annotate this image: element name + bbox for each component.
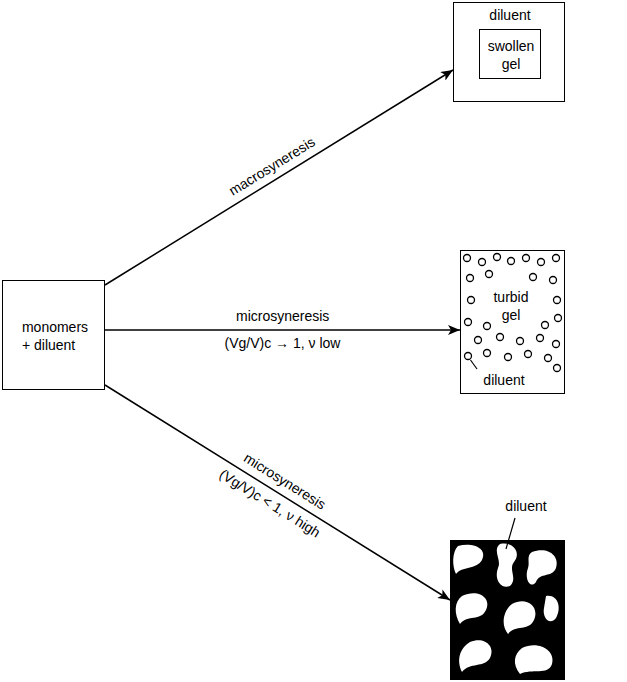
- droplet: [530, 274, 537, 281]
- phase-separated-gel: [450, 540, 565, 680]
- droplet: [484, 323, 491, 330]
- droplet: [505, 354, 512, 361]
- leader-line: [506, 518, 515, 549]
- diluent-domain: [453, 545, 483, 574]
- node-text: diluent: [489, 7, 530, 25]
- droplet: [497, 334, 504, 341]
- droplet: [484, 350, 491, 357]
- reaction-mixture-box: monomers + diluent: [2, 280, 105, 390]
- droplet: [475, 337, 482, 344]
- droplet: [542, 322, 549, 329]
- droplet: [553, 255, 560, 262]
- reaction-arrow: [105, 329, 460, 331]
- droplet: [525, 351, 532, 358]
- node-text: swollen gel: [488, 38, 535, 73]
- process-label: microsyneresis: [234, 308, 331, 325]
- droplet: [538, 259, 545, 266]
- diluent-domains: [453, 543, 559, 674]
- diluent-domain: [459, 640, 491, 672]
- swollen-gel-box: swollen gel: [479, 29, 541, 79]
- diluent-domain: [497, 543, 517, 586]
- droplet: [554, 297, 561, 304]
- diluent-droplets: [464, 254, 562, 372]
- droplet: [523, 255, 530, 262]
- leader-line: [471, 360, 478, 369]
- droplet: [464, 255, 471, 262]
- diluent-domain: [504, 601, 536, 634]
- process-label: macrosyneresis: [224, 132, 320, 200]
- diluent-box: swollen gel diluent: [453, 2, 565, 102]
- droplet: [553, 341, 560, 348]
- droplet: [517, 338, 524, 345]
- diluent-domain: [456, 593, 488, 624]
- droplet: [554, 365, 561, 372]
- diluent-domain: [527, 550, 557, 584]
- droplet: [545, 355, 552, 362]
- droplet: [550, 277, 557, 284]
- droplet: [479, 259, 486, 266]
- condition-label: (Vg/V)c → 1, ν low: [223, 335, 343, 352]
- diluent-domain: [544, 596, 559, 621]
- droplet: [537, 335, 544, 342]
- droplet: [555, 315, 562, 322]
- droplet: [468, 297, 475, 304]
- node-text: diluent: [483, 372, 524, 390]
- droplet: [465, 353, 472, 360]
- porous-gel-box: diluent: [450, 540, 565, 680]
- droplet: [486, 271, 493, 278]
- node-text: turbid gel: [485, 289, 538, 324]
- droplet: [465, 319, 472, 326]
- droplet: [508, 258, 515, 265]
- node-text: diluent: [505, 498, 546, 516]
- reaction-arrow: [105, 70, 453, 285]
- turbid-gel-box: turbid gel diluent: [460, 250, 565, 394]
- diluent-domain: [515, 645, 553, 674]
- droplet: [494, 254, 501, 261]
- node-text: monomers + diluent: [22, 319, 88, 354]
- reaction-arrow: [105, 385, 450, 600]
- droplet: [467, 275, 474, 282]
